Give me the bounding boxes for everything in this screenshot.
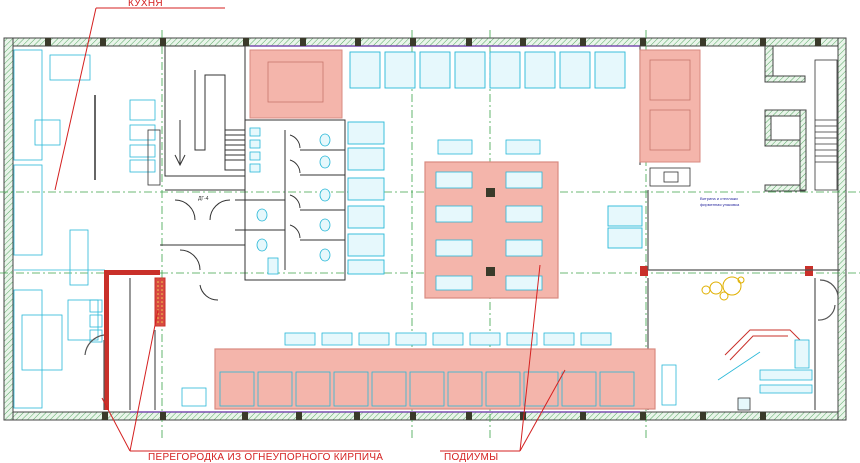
- fire-brick-partition-label: ПЕРЕГОРОДКА ИЗ ОГНЕУПОРНОГО КИРПИЧА: [148, 452, 384, 463]
- bottom-table-row: [284, 332, 612, 346]
- display-note-line2: фирменная упаковка: [700, 202, 740, 207]
- bottom-booths: [181, 364, 677, 407]
- stair-core: [160, 45, 246, 301]
- kitchen-label: КУХНЯ: [128, 0, 163, 9]
- decor-circles: [701, 276, 745, 301]
- central-columns: [486, 188, 495, 276]
- fire-brick-partitions: [104, 266, 813, 410]
- restroom-fixtures: [249, 127, 331, 275]
- podiums-label: ПОДИУМЫ: [444, 452, 499, 463]
- service-rooms: [764, 45, 807, 192]
- bar-fixtures: [717, 339, 813, 411]
- top-booth-row: [349, 51, 626, 89]
- bar-counter: [724, 329, 801, 361]
- side-booth-stack: [347, 121, 643, 275]
- display-note-line1: Витрина и стеллажи: [700, 196, 738, 201]
- kitchen-area: [13, 49, 161, 409]
- central-tables: [435, 139, 543, 291]
- pink-unit-details: [267, 59, 691, 187]
- bottom-podium: [214, 348, 656, 410]
- exterior-walls: [3, 37, 847, 421]
- restroom-block: [235, 119, 346, 281]
- door-tag: ДГ-4: [198, 196, 209, 202]
- annotation-leaders: [54, 7, 566, 452]
- right-stair: [814, 59, 838, 191]
- facade-columns: [45, 38, 821, 420]
